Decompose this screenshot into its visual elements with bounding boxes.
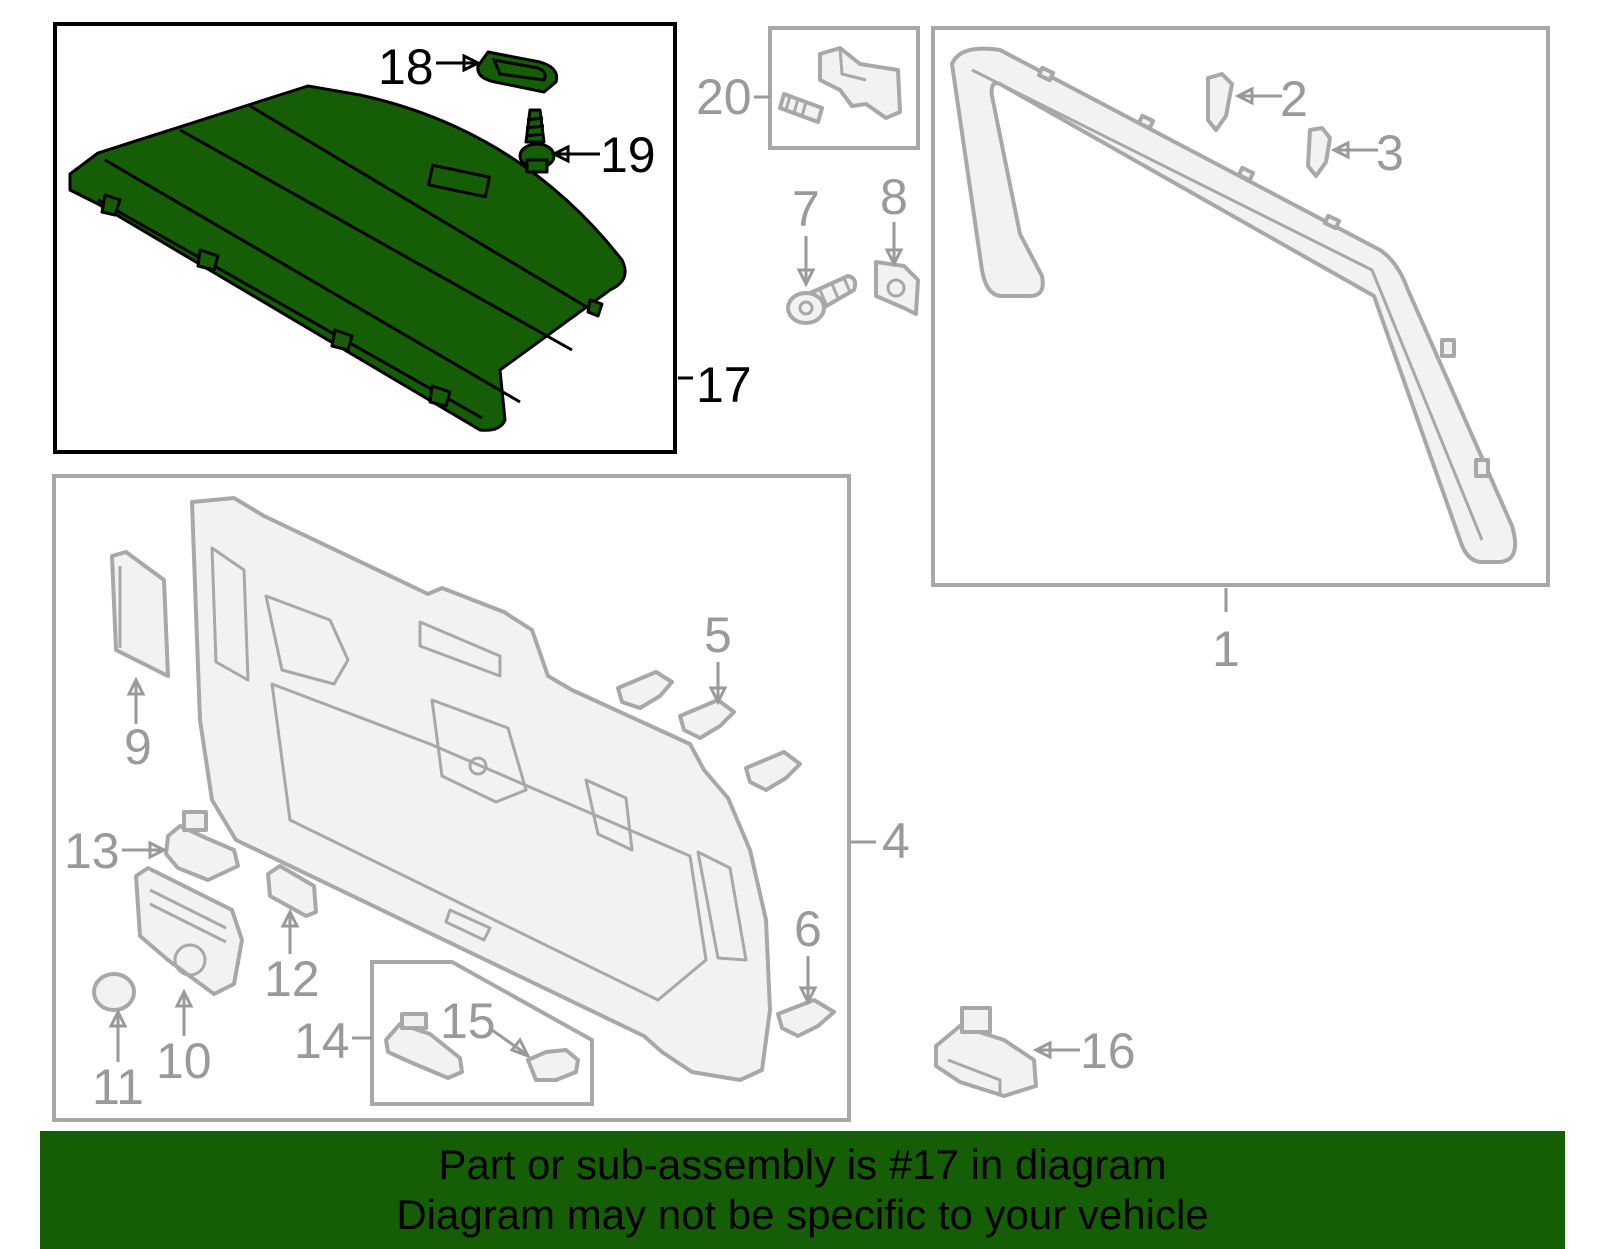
part-4-trim-panel [190,496,772,1082]
leader-7 [796,236,816,288]
part-10-handle [134,866,244,996]
callout-10: 10 [156,1033,212,1089]
callout-16: 16 [1080,1023,1136,1079]
leader-16 [1032,1040,1080,1060]
callout-6: 6 [794,901,822,957]
part-11-plug [92,972,136,1012]
callout-1: 1 [1212,621,1240,677]
leader-6 [798,956,818,1006]
part-2-clip [1206,72,1234,132]
part-19-bolt[interactable] [518,108,556,174]
leader-3 [1330,140,1378,160]
cargo-cover-part-17[interactable] [68,84,627,432]
info-banner: Part or sub-assembly is #17 in diagram D… [40,1131,1565,1249]
leader-13 [122,840,168,860]
callout-14: 14 [294,1013,350,1069]
callout-8: 8 [880,169,908,225]
group-box-14 [370,960,594,1106]
callout-20: 20 [696,69,752,125]
part-6-clip [776,998,836,1038]
callout-3: 3 [1376,125,1404,181]
part-3-clip [1306,126,1332,178]
leader-19 [550,144,600,164]
leader-2 [1234,86,1282,106]
leader-18 [436,53,482,73]
part-7-screw [786,274,858,325]
callout-13: 13 [64,823,120,879]
callout-2: 2 [1280,71,1308,127]
leader-10 [174,988,194,1036]
callout-18: 18 [378,39,434,95]
callout-4: 4 [882,813,910,869]
part-1-weatherstrip [950,46,1517,564]
part-13-lamp [164,810,240,882]
part-16-lamp [934,1006,1038,1098]
part-12-cover [266,864,318,918]
leader-9 [126,676,146,724]
callout-11: 11 [92,1059,144,1115]
leader-12 [280,908,300,954]
part-20-bracket [778,46,902,124]
leader-5 [708,662,728,706]
banner-line-1: Part or sub-assembly is #17 in diagram [438,1141,1167,1188]
callout-12: 12 [264,951,320,1007]
callout-7: 7 [792,181,820,237]
part-14-lamp [384,1012,464,1080]
part-9-cover [110,550,170,678]
group-box-4 [52,474,851,1122]
callout-5: 5 [704,607,732,663]
callout-15: 15 [440,993,496,1049]
part-15-bulb [526,1048,580,1082]
banner-line-2: Diagram may not be specific to your vehi… [396,1191,1209,1238]
leader-15 [491,1028,532,1059]
leader-8 [884,222,904,268]
part-5-clips [616,670,802,792]
leader-11 [108,1008,128,1062]
callout-19: 19 [600,127,656,183]
group-box-1 [931,26,1550,587]
callout-17: 17 [696,357,752,413]
part-18-cap[interactable] [476,50,559,94]
group-box-20 [768,26,920,150]
part-8-nut [874,260,920,316]
group-box-17 [53,22,677,454]
callout-9: 9 [124,719,152,775]
